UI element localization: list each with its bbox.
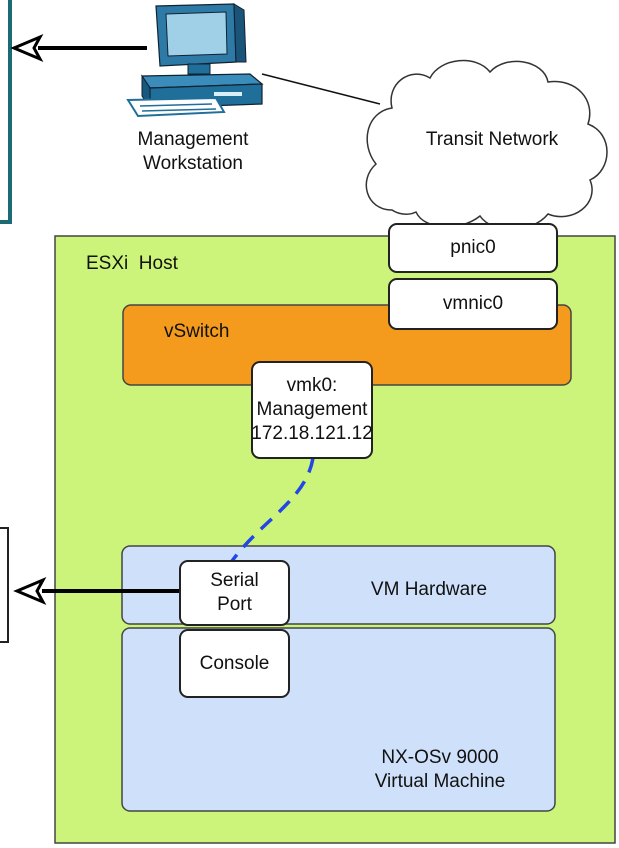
- workstation-label: Management Workstation: [137, 129, 249, 174]
- pnic0-box: pnic0: [388, 223, 558, 273]
- serial-arrowhead: [13, 576, 47, 606]
- vmnic0-box: vmnic0: [388, 278, 558, 330]
- serial-port-box: Serial Port: [179, 560, 290, 626]
- vmk-serial-dashed-link: [230, 457, 315, 563]
- vmk0-box: vmk0: Management 172.18.121.12: [251, 361, 373, 459]
- workstation-arrowhead: [10, 33, 44, 63]
- workstation-icon: [126, 3, 264, 118]
- left-terminal-panel: [0, 527, 9, 643]
- vm-label: NX-OSv 9000 Virtual Machine: [374, 747, 506, 792]
- cloud-shape: [365, 59, 608, 230]
- workstation-cloud-link: [261, 73, 381, 105]
- vswitch-label: vSwitch: [164, 321, 230, 342]
- console-box: Console: [179, 629, 290, 698]
- left-teal-panel: [0, 0, 12, 224]
- cloud-label: Transit Network: [425, 129, 559, 150]
- esxi-host-label: ESXi Host: [86, 253, 178, 274]
- vm-hardware-label: VM Hardware: [370, 579, 488, 600]
